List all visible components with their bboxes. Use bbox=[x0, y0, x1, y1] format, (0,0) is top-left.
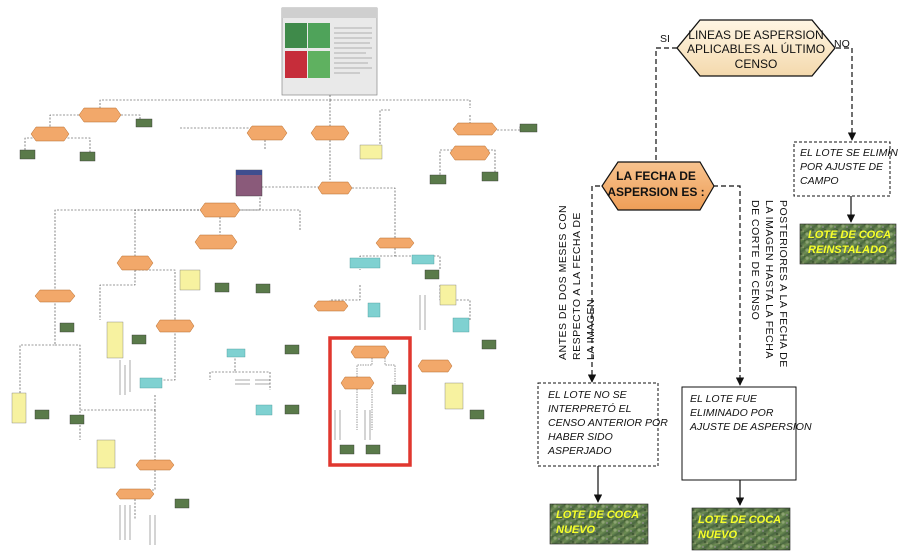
branch-after-line-1: POSTERIORES A LA FECHA DE bbox=[777, 200, 789, 368]
result-middle-line-1: LOTE DE COCA bbox=[698, 514, 781, 526]
result-left-line-1: LOTE DE COCA bbox=[556, 509, 639, 521]
overview-hexagons bbox=[30, 107, 498, 500]
outcome-middle-line-1: EL LOTE FUE bbox=[690, 393, 758, 405]
outcome-middle-line-3: AJUSTE DE ASPERSION bbox=[689, 421, 812, 433]
question-line-1: LA FECHA DE bbox=[616, 169, 696, 183]
highlighted-mini-flow bbox=[339, 358, 396, 455]
connector-root-si bbox=[651, 47, 677, 177]
yes-label: SI bbox=[660, 33, 670, 45]
result-right-line-2: REINSTALADO bbox=[808, 244, 887, 256]
overview-photo-3 bbox=[285, 51, 307, 78]
question-line-2: ASPERSION ES : bbox=[607, 185, 704, 199]
overview-diagram bbox=[11, 7, 538, 545]
no-label: NO bbox=[834, 38, 850, 50]
overview-notes bbox=[11, 144, 464, 469]
result-right-photo bbox=[799, 223, 897, 265]
result-left-photo bbox=[549, 503, 649, 545]
overview-photo-4 bbox=[308, 51, 330, 78]
outcome-left-line-4: HABER SIDO bbox=[548, 431, 613, 443]
branch-before-label: ANTES DE DOS MESES CON RESPECTO A LA FEC… bbox=[557, 205, 597, 360]
outcome-right-line-3: CAMPO bbox=[800, 175, 839, 187]
branch-before-line-2: RESPECTO A LA FECHA DE bbox=[571, 212, 583, 360]
root-decision-line-2: APLICABLES AL ÚLTIMO bbox=[687, 41, 825, 56]
overview-text-blocks bbox=[119, 295, 426, 545]
outcome-left-line-5: ASPERJADO bbox=[547, 445, 612, 457]
branch-after-label: POSTERIORES A LA FECHA DE LA IMAGEN HAST… bbox=[749, 200, 789, 368]
outcome-right-line-2: POR AJUSTE DE bbox=[800, 161, 884, 173]
outcome-right-line-1: EL LOTE SE ELIMINO bbox=[800, 147, 898, 159]
connector-root-no bbox=[836, 47, 857, 141]
result-right-line-1: LOTE DE COCA bbox=[808, 229, 891, 241]
outcome-middle-box bbox=[681, 386, 797, 481]
root-decision-line-1: LINEAS DE ASPERSION bbox=[688, 28, 823, 42]
branch-after-line-2: LA IMAGEN HASTA LA FECHA bbox=[763, 200, 775, 359]
branch-after-line-3: DE CORTE DE CENSO bbox=[749, 200, 761, 320]
result-middle-line-2: NUEVO bbox=[698, 529, 738, 541]
result-middle-photo bbox=[691, 507, 791, 551]
detail-diagram: LINEAS DE ASPERSION APLICABLES AL ÚLTIMO… bbox=[537, 19, 898, 551]
branch-before-line-1: ANTES DE DOS MESES CON bbox=[557, 205, 569, 360]
connector-question-after bbox=[713, 185, 745, 386]
root-decision-hexagon bbox=[676, 19, 836, 77]
connector-question-before bbox=[587, 185, 600, 383]
outcome-left-line-1: EL LOTE NO SE bbox=[548, 389, 628, 401]
outcome-middle-line-2: ELIMINADO POR bbox=[690, 407, 774, 419]
overview-title-bar bbox=[282, 8, 377, 18]
outcome-right-box bbox=[793, 141, 891, 197]
outcome-left-line-2: INTERPRETÓ EL bbox=[548, 402, 632, 415]
detail-connectors bbox=[587, 47, 857, 506]
outcome-left-line-3: CENSO ANTERIOR POR bbox=[548, 417, 668, 429]
branch-before-line-3: LA IMAGEN bbox=[585, 299, 597, 360]
overview-photo-1 bbox=[285, 23, 307, 48]
overview-teal-boxes bbox=[139, 254, 470, 416]
question-hexagon bbox=[601, 161, 715, 211]
overview-photo-2 bbox=[308, 23, 330, 48]
overview-highlight-box bbox=[328, 336, 412, 467]
outcome-left-box bbox=[537, 382, 659, 467]
root-decision-line-3: CENSO bbox=[735, 57, 778, 71]
result-left-line-2: NUEVO bbox=[556, 524, 596, 536]
overview-thumbnails bbox=[19, 118, 538, 509]
